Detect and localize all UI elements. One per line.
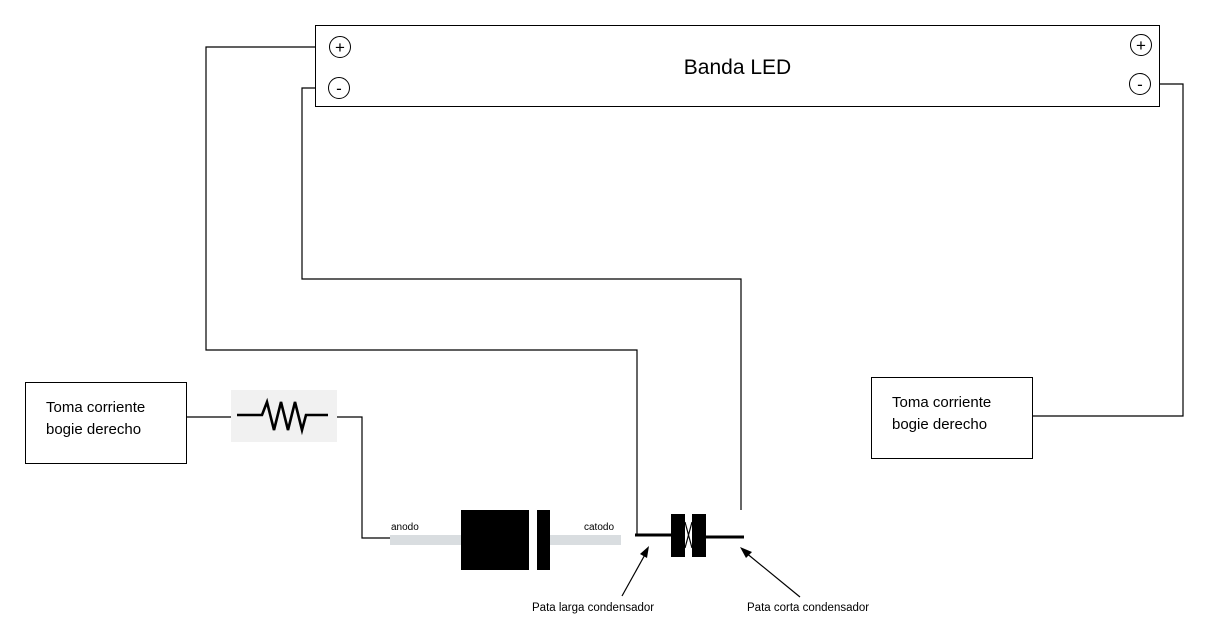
diode-anode-label: anodo bbox=[391, 522, 419, 533]
led-right-plus-terminal: + bbox=[1130, 34, 1152, 56]
power-source-left: Toma corriente bogie derecho bbox=[25, 382, 187, 464]
wire-minus-to-capacitor bbox=[301, 87, 742, 510]
led-left-minus-terminal: - bbox=[328, 77, 350, 99]
led-right-minus-terminal: - bbox=[1129, 73, 1151, 95]
wire-right-minus-to-source bbox=[1033, 83, 1184, 417]
power-source-right: Toma corriente bogie derecho bbox=[871, 377, 1033, 459]
capacitor-short-leg-label: Pata corta condensador bbox=[747, 602, 870, 614]
capacitor-plate-left bbox=[671, 514, 685, 557]
resistor-symbol bbox=[231, 390, 337, 442]
power-source-left-line1: Toma corriente bbox=[46, 399, 146, 416]
led-left-plus-terminal: + bbox=[329, 36, 351, 58]
power-source-right-line1: Toma corriente bbox=[892, 394, 992, 411]
diode-cathode-label: catodo bbox=[584, 522, 615, 533]
led-strip-title: Banda LED bbox=[683, 56, 792, 79]
diode-cathode-band bbox=[529, 510, 537, 570]
power-source-right-line2: bogie derecho bbox=[892, 416, 988, 433]
power-source-left-line2: bogie derecho bbox=[46, 421, 142, 438]
capacitor-long-leg-label: Pata larga condensador bbox=[532, 602, 655, 614]
diode-symbol bbox=[390, 510, 621, 570]
arrow-short-leg bbox=[740, 547, 801, 598]
arrow-long-leg bbox=[621, 546, 649, 597]
wire-plus-to-capacitor bbox=[205, 46, 638, 535]
led-strip-box: Banda LED bbox=[315, 25, 1160, 107]
capacitor-plate-right bbox=[692, 514, 706, 557]
wire-resistor-to-diode bbox=[337, 416, 390, 539]
capacitor-symbol bbox=[635, 514, 744, 557]
